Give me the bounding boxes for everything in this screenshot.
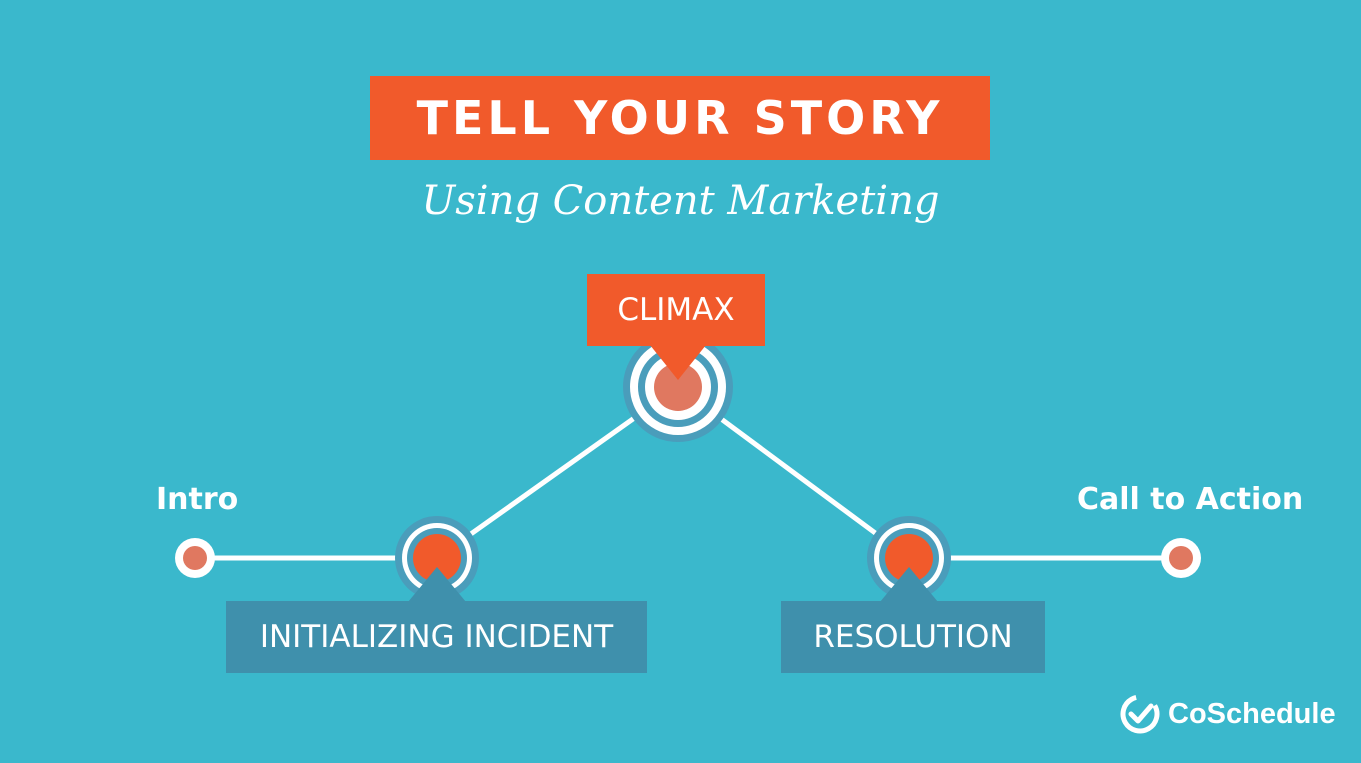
check-circle-icon: [1120, 694, 1160, 734]
node-initializing-incident: [395, 516, 479, 600]
initializing-incident-label: INITIALIZING INCIDENT: [259, 619, 614, 655]
node-climax: [623, 332, 733, 442]
intro-label: Intro: [156, 482, 239, 517]
brand-name: CoSchedule: [1168, 697, 1336, 730]
climax-label-box: CLIMAX: [587, 274, 765, 346]
page-title: TELL YOUR STORY: [416, 91, 944, 145]
call-to-action-label: Call to Action: [1077, 482, 1304, 517]
resolution-label-box: RESOLUTION: [781, 601, 1045, 673]
node-intro: [175, 538, 215, 578]
node-call-to-action: [1161, 538, 1201, 578]
initializing-incident-label-box: INITIALIZING INCIDENT: [226, 601, 647, 673]
resolution-label: RESOLUTION: [813, 619, 1013, 655]
brand-logo: CoSchedule: [1120, 692, 1336, 736]
climax-label: CLIMAX: [617, 292, 735, 328]
resolution-pointer: [880, 567, 938, 602]
node-resolution: [867, 516, 951, 600]
incident-pointer: [408, 567, 466, 602]
page-subtitle: Using Content Marketing: [421, 178, 940, 224]
climax-pointer: [650, 345, 706, 380]
title-banner: TELL YOUR STORY: [370, 76, 990, 160]
